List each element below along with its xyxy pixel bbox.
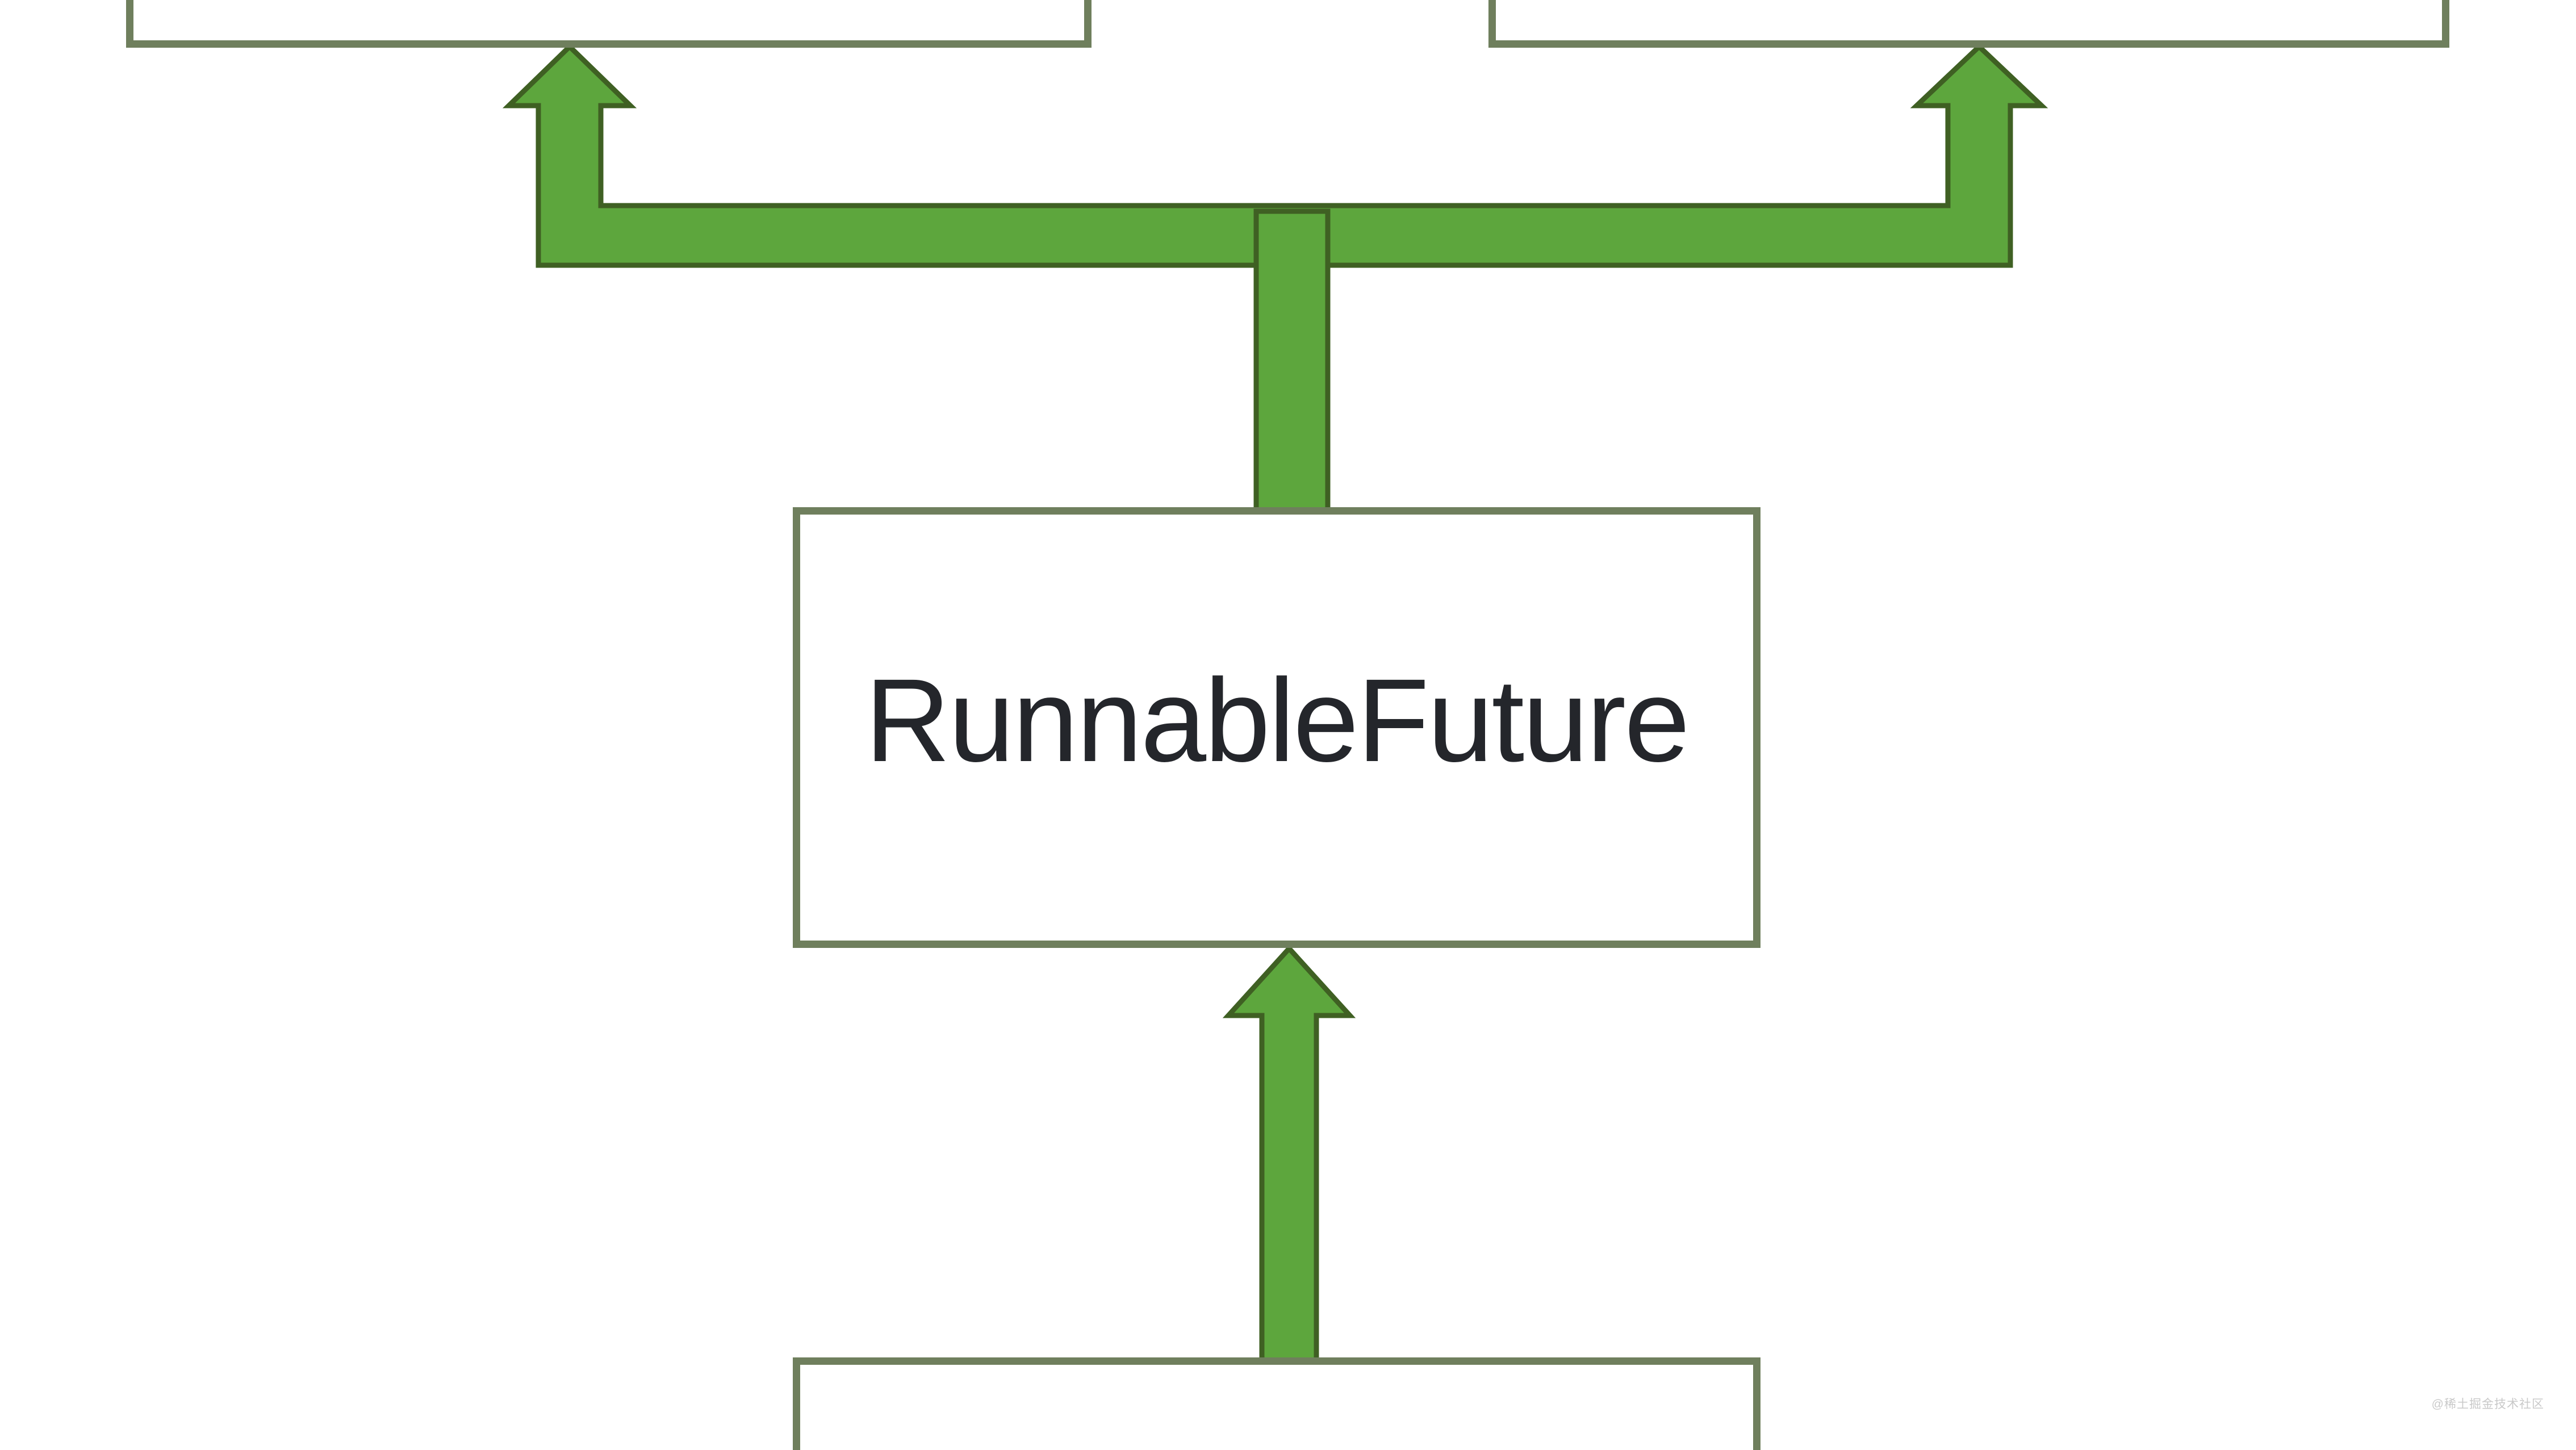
stem-connector-icon [1253,208,1331,518]
watermark-text: @稀土掘金技术社区 [2431,1398,2544,1411]
runnablefuture-box: RunnableFuture [793,507,1760,948]
parent-box-top-right [1488,0,2449,48]
child-box-bottom [793,1357,1760,1450]
bottom-up-arrow-icon [1222,945,1356,1366]
parent-box-top-left [126,0,1092,48]
runnablefuture-box-label: RunnableFuture [865,654,1690,787]
